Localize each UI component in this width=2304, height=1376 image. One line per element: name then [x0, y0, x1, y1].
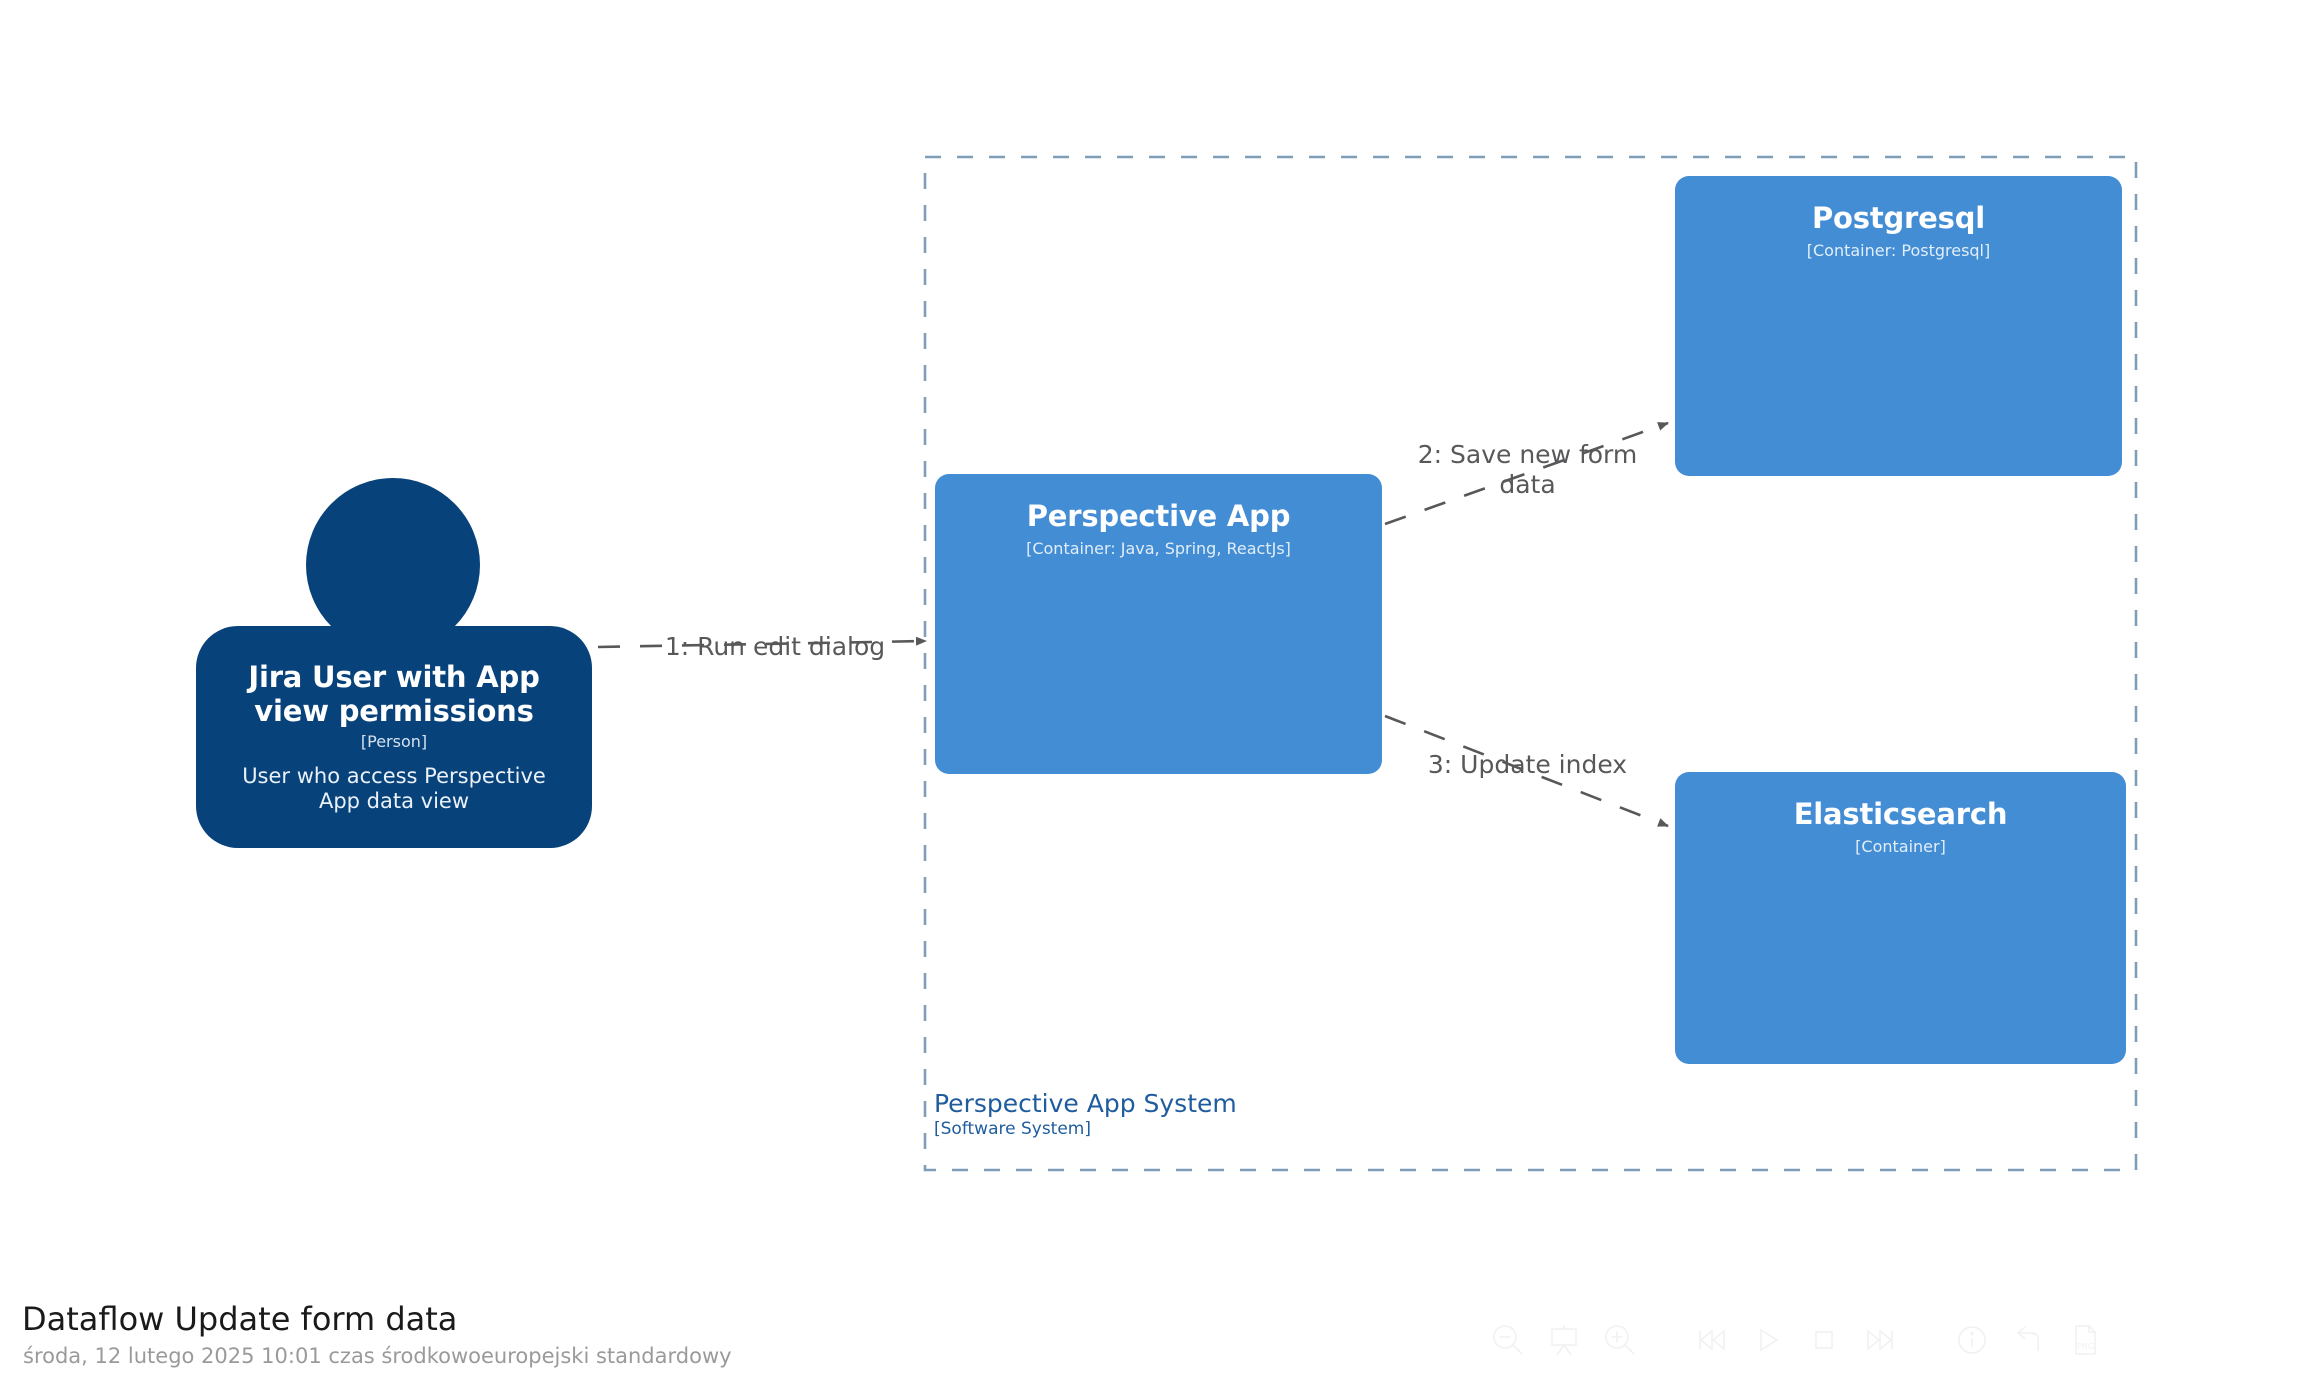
- container-name: Perspective App: [1026, 499, 1291, 533]
- skip-to-start-icon[interactable]: [1684, 1312, 1740, 1368]
- export-png-label: PNG: [2077, 1342, 2094, 1351]
- export-png-icon[interactable]: PNG: [2056, 1312, 2112, 1368]
- edge-label-1: 1: Run edit dialog: [664, 632, 886, 661]
- system-boundary-label: Perspective App System [Software System]: [934, 1090, 1354, 1139]
- container-type: [Container]: [1855, 837, 1946, 857]
- edge-label-2: 2: Save new form data: [1417, 440, 1638, 499]
- footer: Dataflow Update form data środa, 12 lute…: [0, 1290, 2304, 1376]
- fit-to-screen-icon[interactable]: [1536, 1312, 1592, 1368]
- diagram-timestamp: środa, 12 lutego 2025 10:01 czas środkow…: [23, 1344, 732, 1368]
- undo-arrow-icon[interactable]: [2000, 1312, 2056, 1368]
- container-name: Postgresql: [1812, 201, 1985, 235]
- play-icon[interactable]: [1740, 1312, 1796, 1368]
- node-container-postgresql[interactable]: Postgresql [Container: Postgresql]: [1675, 176, 2122, 476]
- node-person-jira-user[interactable]: Jira User with App view permissions [Per…: [196, 478, 592, 878]
- container-type: [Container: Postgresql]: [1806, 241, 1991, 261]
- skip-to-end-icon[interactable]: [1852, 1312, 1908, 1368]
- person-body: Jira User with App view permissions [Per…: [196, 626, 592, 848]
- person-description: User who access Perspective App data vie…: [242, 763, 546, 814]
- person-name: Jira User with App view permissions: [248, 659, 540, 729]
- person-head-icon: [306, 478, 480, 652]
- edge-label-3: 3: Update index: [1427, 750, 1628, 779]
- person-type: [Person]: [360, 732, 428, 752]
- node-container-perspective-app[interactable]: Perspective App [Container: Java, Spring…: [935, 474, 1382, 774]
- stop-icon[interactable]: [1796, 1312, 1852, 1368]
- boundary-name: Perspective App System: [934, 1089, 1237, 1118]
- container-name: Elasticsearch: [1793, 797, 2008, 831]
- toolbar: PNG: [1480, 1310, 2290, 1370]
- node-container-elasticsearch[interactable]: Elasticsearch [Container]: [1675, 772, 2126, 1064]
- info-icon[interactable]: [1944, 1312, 2000, 1368]
- boundary-type: [Software System]: [934, 1119, 1092, 1139]
- diagram-title: Dataflow Update form data: [22, 1300, 458, 1338]
- zoom-out-icon[interactable]: [1480, 1312, 1536, 1368]
- zoom-in-icon[interactable]: [1592, 1312, 1648, 1368]
- container-type: [Container: Java, Spring, ReactJs]: [1026, 539, 1291, 559]
